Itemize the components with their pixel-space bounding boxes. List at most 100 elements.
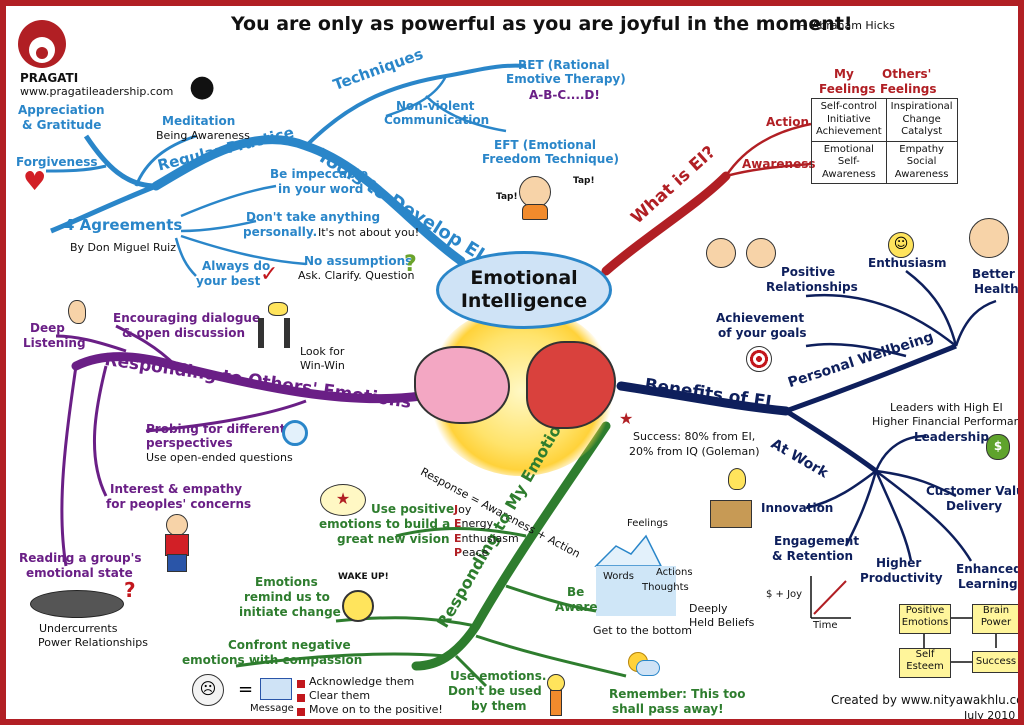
by-ruiz: By Don Miguel Ruiz	[70, 241, 176, 254]
cell-text: Awareness	[821, 168, 876, 180]
brand-url[interactable]: www.pragatileadership.com	[20, 85, 174, 98]
use-line3: by them	[471, 699, 527, 713]
ret-line1: RET (Rational	[518, 58, 610, 72]
acronym-rest: oy	[458, 503, 472, 516]
equals-icon: =	[238, 679, 254, 700]
use-line1: Use emotions.	[450, 669, 547, 683]
aware-line2: Aware	[555, 600, 598, 614]
my-sub-positive	[395, 527, 527, 538]
use-line2: Don't be used	[448, 684, 542, 698]
cell-action-my: Self-control Initiative Achievement	[811, 98, 887, 142]
win-line1: Look for	[300, 345, 345, 358]
assumptions-note: Ask. Clarify. Question	[298, 269, 415, 282]
ack-bullet	[297, 680, 305, 688]
remind-line3: initiate change	[239, 605, 341, 619]
forgiveness-branch	[45, 164, 107, 173]
cell-text: Emotional	[823, 143, 874, 155]
at-work-branch	[784, 408, 878, 474]
wellbeing-sub-2	[905, 270, 958, 347]
cycle-text: Emotions	[901, 617, 949, 628]
leadership-label: Leadership	[914, 430, 989, 444]
central-title-line2: Intelligence	[460, 290, 588, 312]
bulb-icon	[728, 468, 746, 490]
cell-aware-my: Emotional Self- Awareness	[811, 140, 887, 184]
cycle-positive-emotions: Positive Emotions	[899, 604, 951, 634]
central-topic: Emotional Intelligence	[436, 251, 612, 329]
leaders-line2: Higher Financial Performance	[872, 415, 1024, 428]
cycle-text: Success	[975, 656, 1017, 667]
cycle-brain-power: Brain Power	[972, 604, 1018, 634]
checkmark-icon: ✓	[260, 262, 279, 287]
customer-line2: Delivery	[946, 499, 1003, 513]
created-by[interactable]: Created by www.nityawakhlu.com	[831, 693, 1024, 707]
appreciation-line2: & Gratitude	[22, 118, 102, 132]
remember-line1: Remember: This too	[609, 687, 746, 701]
message-label: Message	[250, 703, 294, 714]
ear-icon	[68, 300, 86, 324]
ret-abc: A-B-C....D!	[529, 88, 600, 102]
ack-text: Acknowledge them	[309, 675, 415, 688]
nvc-branch	[385, 75, 448, 118]
friends-icon	[706, 234, 776, 274]
productivity-line1: Higher	[876, 556, 922, 570]
cell-text: Awareness	[894, 168, 949, 180]
dialogue-line2: & open discussion	[122, 326, 246, 340]
four-agreements-label: 4 Agreements	[64, 216, 183, 234]
listening-branch	[55, 334, 127, 353]
joy-row: Peace	[454, 546, 519, 560]
awareness-branch	[725, 162, 812, 178]
health-icon	[969, 218, 1009, 258]
work-sub-2	[875, 469, 957, 498]
cell-text: Inspirational	[890, 101, 953, 112]
probing-branch	[145, 399, 307, 433]
others-branch	[71, 352, 426, 404]
customer-line1: Customer Value	[926, 484, 1024, 498]
listening-line1: Deep	[30, 321, 65, 335]
joy-row: Joy	[454, 503, 519, 517]
target-icon	[746, 346, 772, 372]
agreements-branch	[50, 183, 157, 234]
my-sub-use	[454, 654, 488, 688]
smiley-icon: ☺	[888, 232, 914, 258]
remind-line1: Emotions	[255, 575, 318, 589]
thought-cloud-icon: ★	[320, 484, 366, 516]
envelope-icon	[260, 678, 292, 700]
alarm-clock-icon	[342, 590, 374, 622]
success-line2: 20% from IQ (Goleman)	[629, 445, 760, 458]
actions-label: Actions	[656, 567, 693, 578]
cell-action-others: Inspirational Change Catalyst	[885, 98, 958, 142]
assumptions-branch	[180, 234, 307, 266]
best-line2: your best	[196, 274, 261, 288]
wellbeing-sub-3	[954, 299, 997, 347]
deeply-line2: Held Beliefs	[689, 616, 755, 629]
central-title-line1: Emotional	[470, 267, 578, 290]
others-header-line2: Feelings	[880, 82, 937, 96]
acronym-rest: nthusiasm	[461, 531, 519, 545]
ei-matrix: Self-control Initiative Achievement Insp…	[811, 98, 958, 184]
axis-x-label: Time	[813, 620, 838, 631]
cell-text: Achievement	[816, 126, 882, 137]
iceberg-graphic	[594, 534, 663, 567]
nvc-line2: Communication	[384, 113, 490, 127]
group-branch	[60, 365, 78, 567]
clear-text: Clear them	[309, 689, 371, 702]
enthusiasm-label: Enthusiasm	[868, 256, 947, 270]
acronym-rest: eace	[462, 545, 489, 559]
being-awareness: Being Awareness	[156, 129, 250, 142]
personally-line1: Don't take anything	[246, 210, 381, 224]
best-line1: Always do	[202, 259, 271, 273]
cell-text: Change	[902, 113, 941, 125]
cycle-text: Positive	[905, 605, 945, 616]
quote: You are only as powerful as you are joyf…	[231, 13, 853, 35]
acronym-letter: E	[454, 531, 462, 545]
benefits-branch	[616, 381, 791, 416]
puppet-icon	[544, 674, 566, 718]
cell-aware-others: Empathy Social Awareness	[885, 140, 958, 184]
dialogue-line1: Encouraging dialogue	[113, 311, 261, 325]
deeply-line1: Deeply	[689, 602, 728, 615]
my-sub-confront	[235, 652, 447, 668]
learning-line1: Enhanced	[956, 562, 1022, 576]
thoughts-label: Thoughts	[642, 582, 689, 593]
work-sub-6	[875, 470, 973, 562]
